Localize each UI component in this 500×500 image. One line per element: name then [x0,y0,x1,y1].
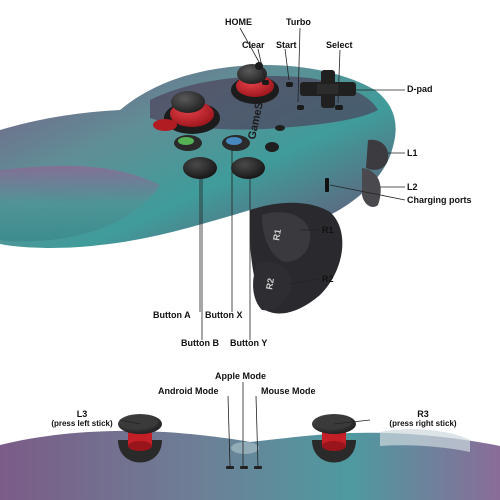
button-b[interactable] [183,157,217,179]
label-r2: R2 [322,274,334,284]
r1-mark: R1 [271,228,283,241]
button-y[interactable] [231,157,265,179]
select-button[interactable] [335,105,343,110]
label-r3: R3 [417,409,429,419]
left-stick[interactable] [164,91,220,134]
label-l2: L2 [407,182,418,192]
label-apple-mode: Apple Mode [215,371,266,381]
android-mode-indicator [226,466,234,469]
label-button-a: Button A [153,310,191,320]
label-clear: Clear [242,40,265,50]
clear-button[interactable] [262,80,269,85]
l2-trigger[interactable] [362,168,381,207]
label-start: Start [276,40,297,50]
label-l3: L3 [76,409,88,419]
label-button-y: Button Y [230,338,268,348]
leader-lines-bottom [119,382,371,467]
label-mouse-mode: Mouse Mode [261,386,316,396]
mouse-mode-indicator [254,466,262,469]
r2-mark: R2 [264,277,276,290]
l1-bumper[interactable] [366,139,389,170]
controller-grip-left [0,165,160,242]
left-stick-l3[interactable] [118,414,162,463]
apple-mode-indicator [240,466,248,469]
button-extra-2[interactable] [275,125,285,131]
charging-port [325,178,329,192]
label-r3-note: (press right stick) [389,419,457,428]
d-pad[interactable] [300,70,356,108]
r-bumper-bottom [380,429,470,452]
r1-bumper[interactable] [262,212,311,262]
label-button-b: Button B [181,338,219,348]
controller-top-view: R1 R2 GameSir [0,62,396,314]
r2-trigger[interactable] [253,261,292,311]
label-charging-ports: Charging ports [407,195,472,205]
leader-lines-top [199,27,406,340]
controller-bottom-view [0,414,500,500]
home-button-bottom[interactable] [231,442,259,454]
label-button-x: Button X [205,310,243,320]
label-home: HOME [225,17,252,27]
label-r1: R1 [322,225,334,235]
left-stick-ring [153,119,177,131]
turbo-button[interactable] [297,105,304,110]
label-dpad: D-pad [407,84,433,94]
label-android-mode: Android Mode [158,386,219,396]
label-select: Select [326,40,353,50]
button-extra[interactable] [265,142,279,152]
label-l1: L1 [407,148,418,158]
start-button[interactable] [286,82,293,87]
label-l3-note: (press left stick) [51,419,113,428]
label-turbo: Turbo [286,17,311,27]
